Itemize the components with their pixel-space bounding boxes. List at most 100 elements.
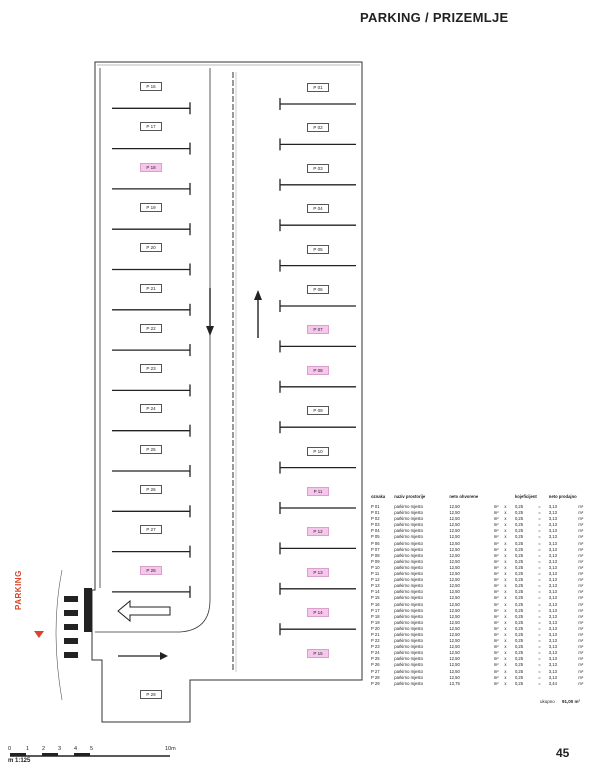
table-cell: m² bbox=[493, 589, 499, 595]
table-cell: P 18 bbox=[371, 613, 380, 619]
table-cell: P 01 bbox=[371, 510, 380, 516]
table-cell: 3,13 bbox=[548, 668, 557, 674]
entrance-curve bbox=[55, 569, 63, 701]
table-header-cell bbox=[504, 494, 515, 504]
table-cell: 12,50 bbox=[449, 595, 460, 601]
table-cell: m² bbox=[578, 552, 584, 558]
parking-spot-label: P 16 bbox=[140, 82, 162, 91]
parking-spot-label: P 24 bbox=[140, 404, 162, 414]
table-cell: P 14 bbox=[371, 589, 380, 595]
table-cell: = bbox=[538, 558, 541, 564]
table-cell: x bbox=[504, 534, 507, 540]
table-cell: m² bbox=[493, 558, 499, 564]
table-cell: m² bbox=[493, 680, 499, 686]
table-cell: 3,13 bbox=[548, 528, 557, 534]
table-cell: m² bbox=[493, 668, 499, 674]
table-cell: parkirno mjesto bbox=[394, 680, 423, 686]
table-cell: 12,50 bbox=[449, 662, 460, 668]
table-cell: 0,25 bbox=[514, 583, 524, 589]
parking-spot-label: P 10 bbox=[307, 446, 329, 456]
table-cell: 12,50 bbox=[449, 504, 460, 509]
table-cell: 0,25 bbox=[514, 534, 524, 540]
table-cell: P 20 bbox=[371, 625, 380, 631]
table-cell: 0,25 bbox=[514, 504, 524, 509]
table-cell: 3,13 bbox=[548, 650, 557, 656]
table-cell: 3,13 bbox=[548, 644, 557, 650]
arrow-turn-icon bbox=[117, 599, 171, 623]
table-cell: parkirno mjesto bbox=[394, 613, 423, 619]
table-cell: m² bbox=[578, 668, 584, 674]
table-cell: m² bbox=[493, 522, 499, 528]
parking-spot-label: P 06 bbox=[307, 285, 329, 294]
arrow-up-icon bbox=[254, 290, 262, 338]
table-cell: m² bbox=[493, 577, 499, 583]
table-cell: parkirno mjesto bbox=[394, 534, 423, 540]
table-cell: 3,13 bbox=[548, 625, 557, 631]
table-cell: parkirno mjesto bbox=[394, 662, 423, 668]
table-cell: 3,13 bbox=[548, 607, 557, 613]
table-cell: 12,50 bbox=[449, 540, 460, 546]
table-cell: m² bbox=[493, 552, 499, 558]
table-cell: m² bbox=[578, 650, 584, 656]
table-cell: P 10 bbox=[371, 564, 380, 570]
table-cell: 3,13 bbox=[548, 638, 557, 644]
table-cell: = bbox=[538, 625, 541, 631]
table-cell: = bbox=[538, 510, 541, 516]
table-cell: P 23 bbox=[371, 644, 380, 650]
table-cell: 0,25 bbox=[514, 638, 524, 644]
table-cell: = bbox=[538, 589, 541, 595]
table-cell: m² bbox=[493, 650, 499, 656]
table-cell: parkirno mjesto bbox=[394, 656, 423, 662]
scale-tick: 2 bbox=[42, 746, 46, 752]
table-cell: P 19 bbox=[371, 619, 380, 625]
table-cell: parkirno mjesto bbox=[394, 571, 423, 577]
parking-spot-label: P 03 bbox=[307, 163, 329, 173]
table-cell: P 26 bbox=[371, 662, 380, 668]
table-cell: = bbox=[538, 534, 541, 540]
table-cell: x bbox=[504, 607, 507, 613]
table-cell: parkirno mjesto bbox=[394, 644, 423, 650]
table-cell: = bbox=[538, 613, 541, 619]
parking-spot-label: P 21 bbox=[140, 283, 162, 293]
table-cell: x bbox=[504, 552, 507, 558]
table-cell: m² bbox=[493, 540, 499, 546]
table-cell: = bbox=[538, 552, 541, 558]
table-cell: m² bbox=[578, 510, 584, 516]
table-cell: m² bbox=[578, 625, 584, 631]
table-cell: x bbox=[504, 510, 507, 516]
table-cell: x bbox=[504, 625, 507, 631]
table-cell: = bbox=[538, 656, 541, 662]
table-cell: = bbox=[538, 577, 541, 583]
page-number: 45 bbox=[556, 746, 570, 760]
table-cell: 12,50 bbox=[449, 571, 460, 577]
parking-spot-label: P 13 bbox=[307, 567, 329, 577]
table-cell: 12,50 bbox=[449, 631, 460, 637]
ramp-curve bbox=[95, 68, 211, 633]
table-cell: parkirno mjesto bbox=[394, 650, 423, 656]
table-cell: 0,25 bbox=[514, 564, 524, 570]
table-cell: m² bbox=[578, 564, 584, 570]
table-cell: x bbox=[504, 601, 507, 607]
table-cell: = bbox=[538, 680, 541, 686]
scale-tick: 4 bbox=[74, 746, 78, 752]
table-cell: 0,25 bbox=[514, 644, 524, 650]
table-cell: m² bbox=[578, 680, 584, 686]
table-cell: 3,13 bbox=[548, 510, 557, 516]
table-cell: parkirno mjesto bbox=[394, 528, 423, 534]
table-cell: m² bbox=[578, 595, 584, 601]
table-cell: = bbox=[538, 564, 541, 570]
parking-spot-label: P 27 bbox=[140, 525, 162, 535]
table-cell: 0,25 bbox=[514, 668, 524, 674]
scale-tick: 0 bbox=[8, 746, 12, 752]
table-cell: parkirno mjesto bbox=[394, 631, 423, 637]
table-cell: m² bbox=[578, 540, 584, 546]
